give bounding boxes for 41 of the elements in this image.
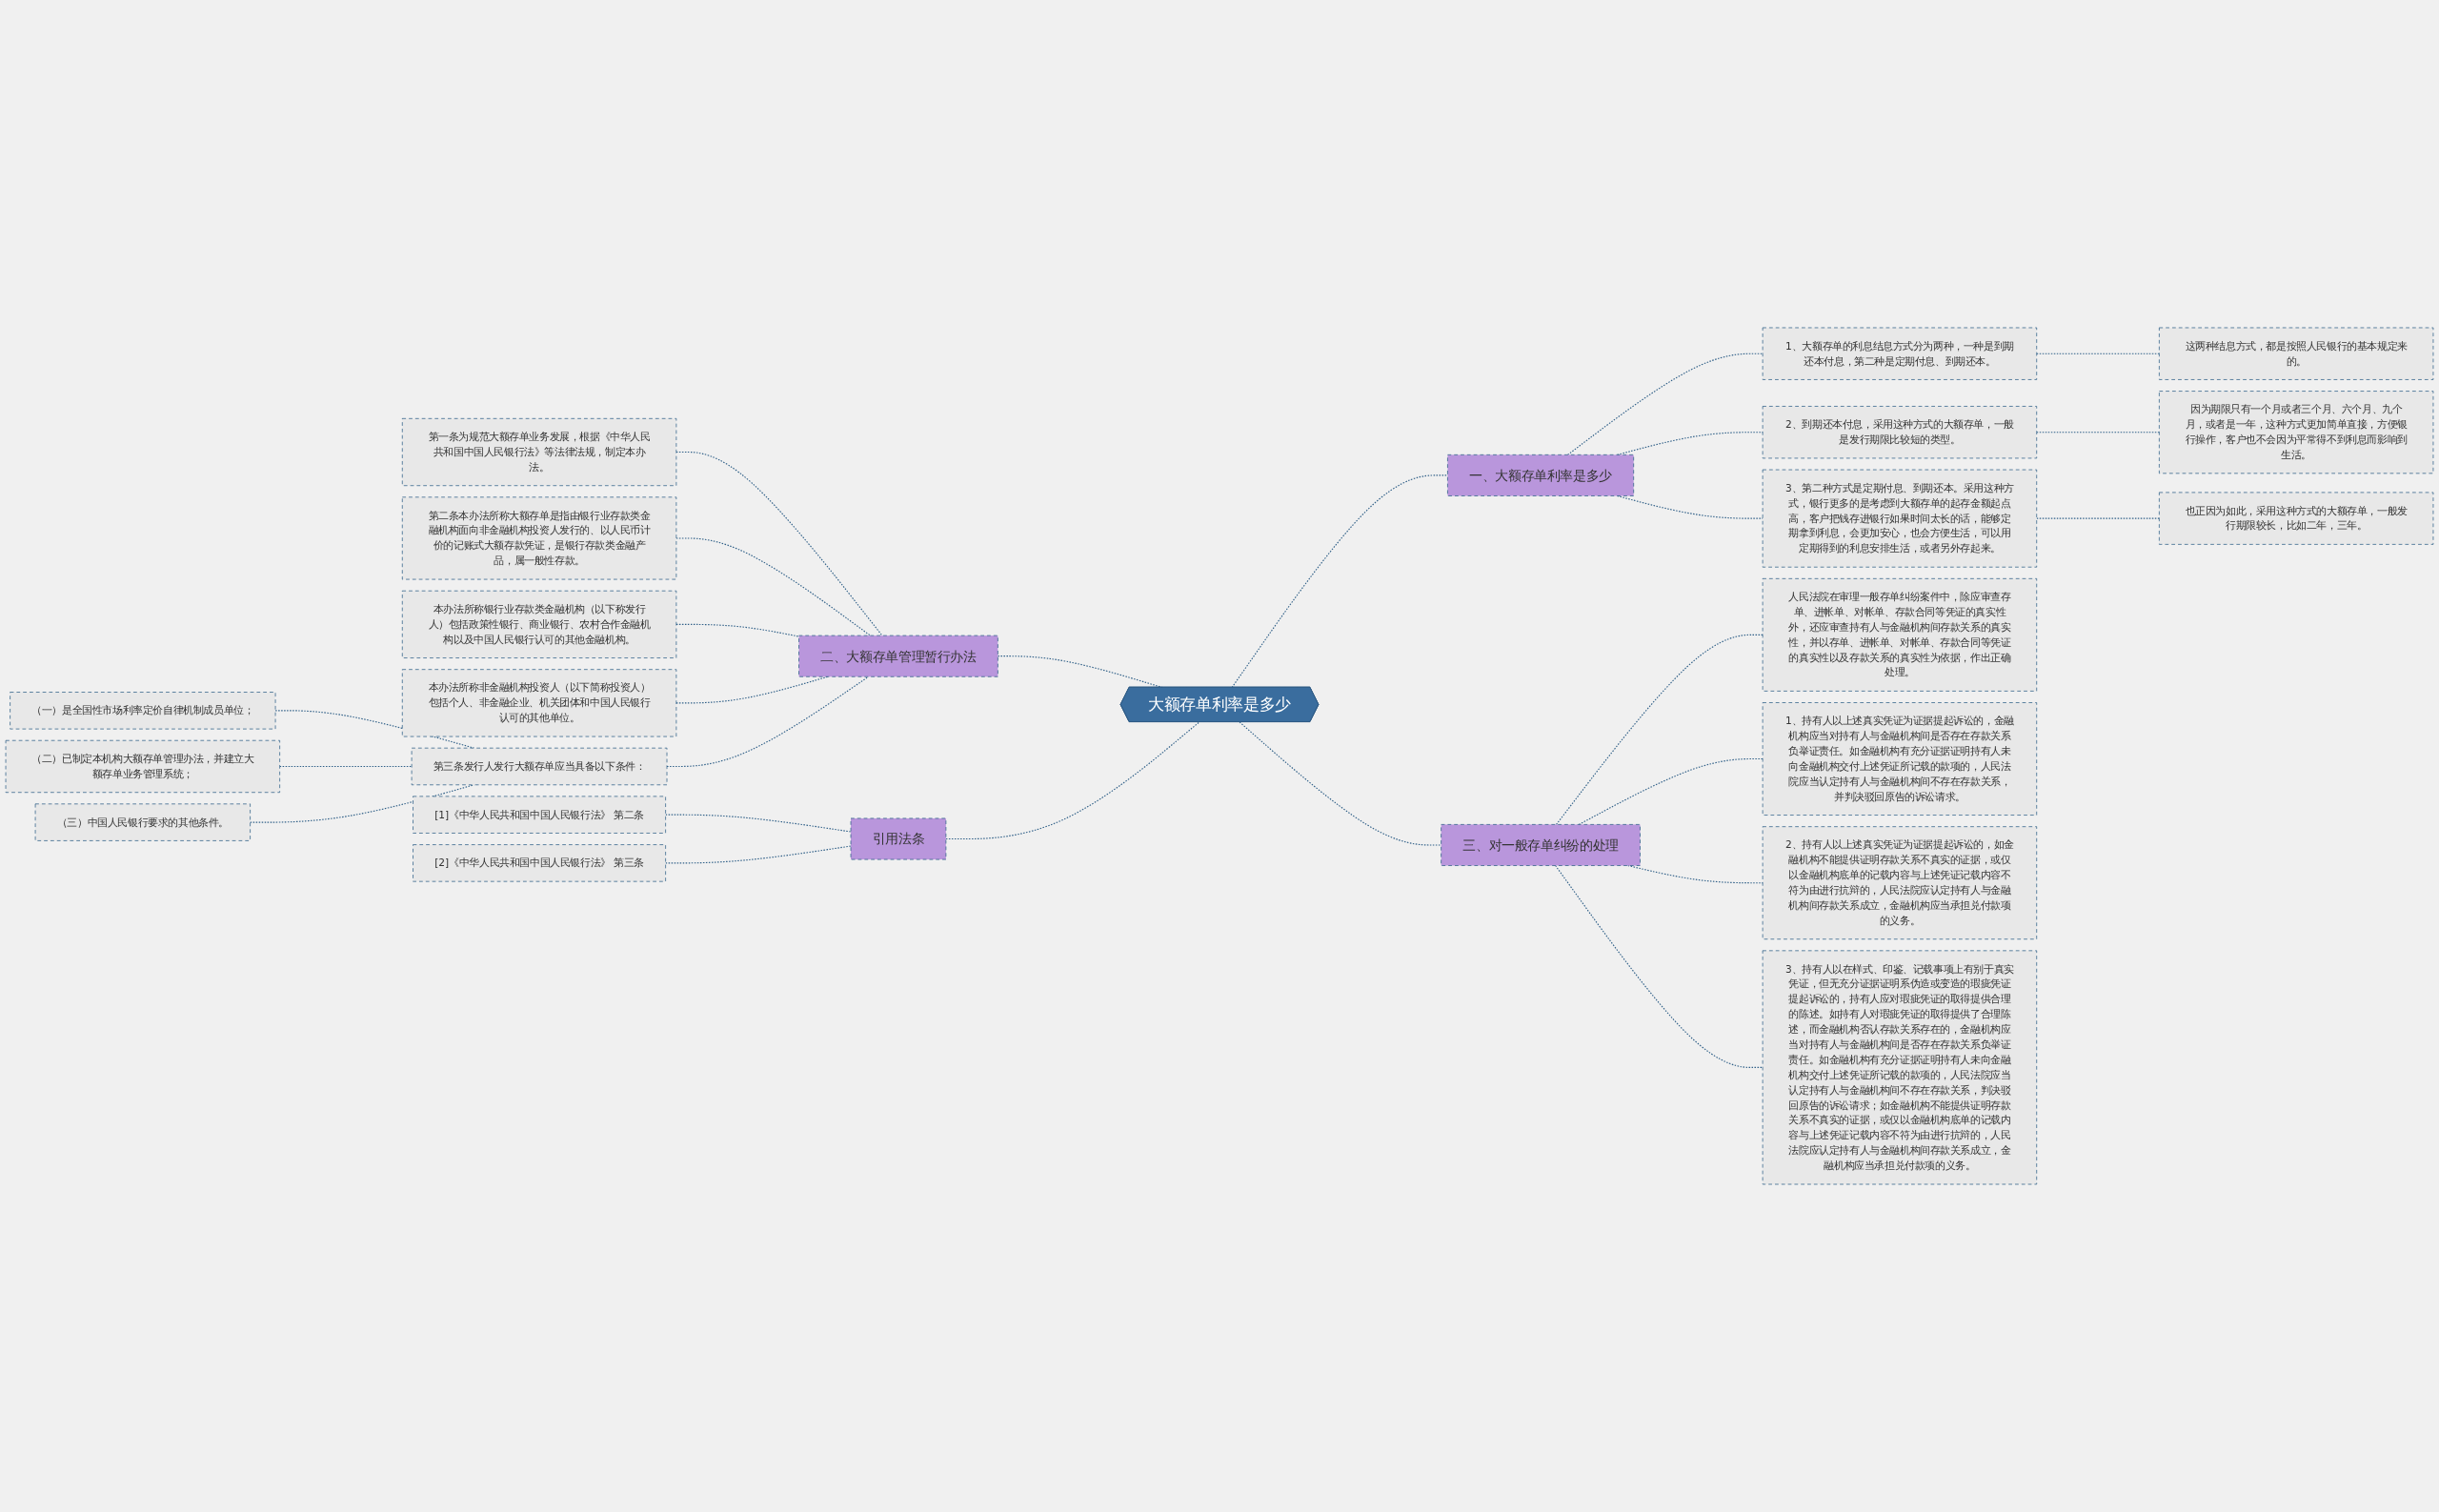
connector xyxy=(2036,432,2160,433)
connector xyxy=(675,623,800,637)
node-box: 第二条本办法所称大额存单是指由银行业存款类金融机构面向非金融机构投资人发行的、以人民币计价的记账式大额存款凭证，是银行存款类金融产品，属一般性存款。 xyxy=(401,496,677,580)
node-box: 第一条为规范大额存单业务发展，根据《中华人民共和国中国人民银行法》等法律法规，制定本办法。 xyxy=(401,417,677,487)
node-box: 本办法所称非金融机构投资人（以下简称投资人）包括个人、非金融企业、机关团体和中国人民银行认可的其他单位。 xyxy=(401,669,677,737)
node-box: 这两种结息方式，都是按照人民银行的基本规定来的。 xyxy=(2159,327,2434,380)
node-box: （一）是全国性市场利率定价自律机制成员单位； xyxy=(10,692,276,730)
node-box: 一、大额存单利率是多少 xyxy=(1447,454,1635,496)
node-box: 第三条发行人发行大额存单应当具备以下条件： xyxy=(411,747,668,786)
node-box: 三、对一般存单纠纷的处理 xyxy=(1441,824,1641,866)
connector xyxy=(675,537,872,636)
node-box: 3、持有人以在样式、印鉴、记载事项上有别于真实凭证，但无充分证据证明系伪造或变造的瑕疵凭证提起诉讼的，持有人应对瑕疵凭证的取得提供合理的陈述。如持有人对瑕疵凭证的取得提供了合理陈述，而金融机构否认存款关系存在的，金融机构应当对持有人与金融机构间是否存在存款关系负举证责任。如金融机构有充分证据证明持有人未向金融机构交付上述凭证所记载的款项的，人民法院应当认定持有人与金融机构间不存在存款关系，判决驳回原告的诉讼请求；如金融机构不能提供证明存款关系不真实的证据，或仅以金融机构底单的记载内容与上述凭证记载内容不符为由进行抗辩的，人民法院应认定持有人与金融机构间存款关系成立，金融机构应当承担兑付款项的义务。 xyxy=(1762,950,2038,1185)
node-box: 也正因为如此，采用这种方式的大额存单，一般发行期限较长，比如二年，三年。 xyxy=(2159,492,2434,545)
node-box: [2]《中华人民共和国中国人民银行法》 第三条 xyxy=(413,844,666,882)
node-box: 3、第二种方式是定期付息、到期还本。采用这种方式，银行更多的是考虑到大额存单的起存金额起点高，客户把钱存进银行如果时间太长的话，能够定期拿到利息，会更加安心，也会方便生活，可以用定期得到的利息安排生活，或者另外存起来。 xyxy=(1762,469,2038,568)
node-box: （三）中国人民银行要求的其他条件。 xyxy=(34,803,251,841)
connector xyxy=(1578,757,1764,825)
connector xyxy=(1567,353,1764,455)
node-box: 1、大额存单的利息结息方式分为两种，一种是到期还本付息，第二种是定期付息、到期还本。 xyxy=(1762,327,2038,380)
node-box: 因为期限只有一个月或者三个月、六个月、九个月，或者是一年，这种方式更加简单直接，方便银行操作，客户也不会因为平常得不到利息而影响到生活。 xyxy=(2159,391,2434,474)
connector xyxy=(279,765,413,768)
connector xyxy=(2036,353,2160,354)
node-box: 1、持有人以上述真实凭证为证据提起诉讼的，金融机构应当对持有人与金融机构间是否存在存款关系负举证责任。如金融机构有充分证据证明持有人未向金融机构交付上述凭证所记载的款项的，人民法院应当认定持有人与金融机构间不存在存款关系，并判决驳回原告的诉讼请求。 xyxy=(1762,702,2038,816)
node-box: 2、到期还本付息，采用这种方式的大额存单，一般是发行期限比较短的类型。 xyxy=(1762,406,2038,459)
connector xyxy=(2036,517,2160,519)
node-box: [1]《中华人民共和国中国人民银行法》 第二条 xyxy=(413,796,666,834)
node-box: 二、大额存单管理暂行办法 xyxy=(798,635,998,677)
connector xyxy=(1231,474,1448,689)
connector xyxy=(1617,432,1764,455)
connector xyxy=(1556,634,1764,825)
node-box: （二）已制定本机构大额存单管理办法，并建立大额存单业务管理系统； xyxy=(5,739,280,794)
connector xyxy=(1555,864,1764,1068)
connector xyxy=(665,845,852,864)
node-box: 本办法所称银行业存款类金融机构（以下称发行人）包括政策性银行、商业银行、农村合作金融机构以及中国人民银行认可的其他金融机构。 xyxy=(401,590,677,658)
connector xyxy=(675,451,883,636)
node-box: 人民法院在审理一般存单纠纷案件中，除应审查存单、进帐单、对帐单、存款合同等凭证的真实性外，还应审查持有人与金融机构间存款关系的真实性，并以存单、进帐单、对帐单、存款合同等凭证的真实性以及存款关系的真实性为依据，作出正确处理。 xyxy=(1762,577,2038,692)
connector xyxy=(665,814,852,833)
connector xyxy=(1239,721,1442,846)
node-box: 引用法条 xyxy=(850,817,947,860)
connector xyxy=(945,721,1200,840)
node-box: 2、持有人以上述真实凭证为证据提起诉讼的，如金融机构不能提供证明存款关系不真实的证据，或仅以金融机构底单的记载内容与上述凭证记载内容不符为由进行抗辩的，人民法院应认定持有人与金融机构间存款关系成立，金融机构应当承担兑付款项的义务。 xyxy=(1762,826,2038,940)
